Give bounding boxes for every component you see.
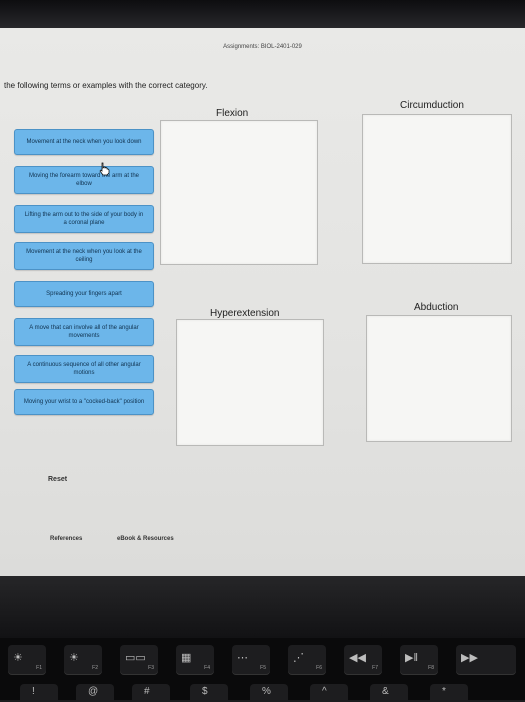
category-label-hyperextension: Hyperextension bbox=[210, 308, 280, 319]
rewind-icon: ◀◀ bbox=[349, 652, 366, 664]
keyboard-backlight-down-icon: ⋯ bbox=[237, 652, 248, 664]
ebook-resources-link[interactable]: eBook & Resources bbox=[117, 536, 174, 542]
key-7[interactable]: & bbox=[370, 684, 408, 702]
key-f4[interactable]: ▦F4 bbox=[176, 645, 214, 675]
hand-cursor-icon bbox=[99, 162, 110, 176]
key-f6[interactable]: ⋰F6 bbox=[288, 645, 326, 675]
term-spreading-fingers[interactable]: Spreading your fingers apart bbox=[14, 281, 154, 307]
term-wrist-cocked-back[interactable]: Moving your wrist to a "cocked-back" pos… bbox=[14, 389, 154, 415]
key-f1[interactable]: ☀F1 bbox=[8, 645, 46, 675]
term-forearm-toward-arm[interactable]: Moving the forearm toward the arm at the… bbox=[14, 166, 154, 194]
launchpad-icon: ▦ bbox=[181, 652, 192, 664]
dropzone-flexion[interactable] bbox=[160, 120, 318, 265]
assignment-title: Assignments: BIOL-2401-029 bbox=[223, 44, 302, 50]
keyboard-backlight-up-icon: ⋰ bbox=[293, 652, 304, 664]
laptop-hinge bbox=[0, 576, 525, 638]
term-neck-look-ceiling[interactable]: Movement at the neck when you look at th… bbox=[14, 242, 154, 270]
key-4[interactable]: $ bbox=[190, 684, 228, 702]
dropzone-hyperextension[interactable] bbox=[176, 319, 324, 446]
references-link[interactable]: References bbox=[50, 536, 83, 542]
key-3[interactable]: # bbox=[132, 684, 170, 702]
reset-button[interactable]: Reset bbox=[48, 476, 68, 483]
term-continuous-sequence[interactable]: A continuous sequence of all other angul… bbox=[14, 355, 154, 383]
dropzone-circumduction[interactable] bbox=[362, 114, 512, 264]
key-f3[interactable]: ▭▭F3 bbox=[120, 645, 158, 675]
mission-control-icon: ▭▭ bbox=[125, 652, 146, 664]
term-arm-out-coronal[interactable]: Lifting the arm out to the side of your … bbox=[14, 205, 154, 233]
dropzone-abduction[interactable] bbox=[366, 315, 512, 442]
key-f5[interactable]: ⋯F5 bbox=[232, 645, 270, 675]
category-label-circumduction: Circumduction bbox=[400, 100, 464, 111]
key-f2[interactable]: ☀F2 bbox=[64, 645, 102, 675]
key-f9[interactable]: ▶▶ bbox=[456, 645, 516, 675]
brightness-down-icon: ☀ bbox=[13, 652, 23, 664]
key-5[interactable]: % bbox=[250, 684, 288, 702]
term-all-angular-movements[interactable]: A move that can involve all of the angul… bbox=[14, 318, 154, 346]
browser-screen: Assignments: BIOL-2401-029 the following… bbox=[0, 28, 525, 576]
key-f8[interactable]: ▶‖F8 bbox=[400, 645, 438, 675]
key-1[interactable]: ! bbox=[20, 684, 58, 702]
key-2[interactable]: @ bbox=[76, 684, 114, 702]
category-label-flexion: Flexion bbox=[216, 108, 249, 119]
brightness-up-icon: ☀ bbox=[69, 652, 79, 664]
key-6[interactable]: ^ bbox=[310, 684, 348, 702]
category-label-abduction: Abduction bbox=[414, 302, 459, 313]
laptop-bezel bbox=[0, 0, 525, 30]
fast-forward-icon: ▶▶ bbox=[461, 652, 478, 664]
instruction-text: the following terms or examples with the… bbox=[4, 81, 208, 90]
key-8[interactable]: * bbox=[430, 684, 468, 702]
play-pause-icon: ▶‖ bbox=[405, 652, 419, 664]
term-neck-look-down[interactable]: Movement at the neck when you look down bbox=[14, 129, 154, 155]
key-f7[interactable]: ◀◀F7 bbox=[344, 645, 382, 675]
